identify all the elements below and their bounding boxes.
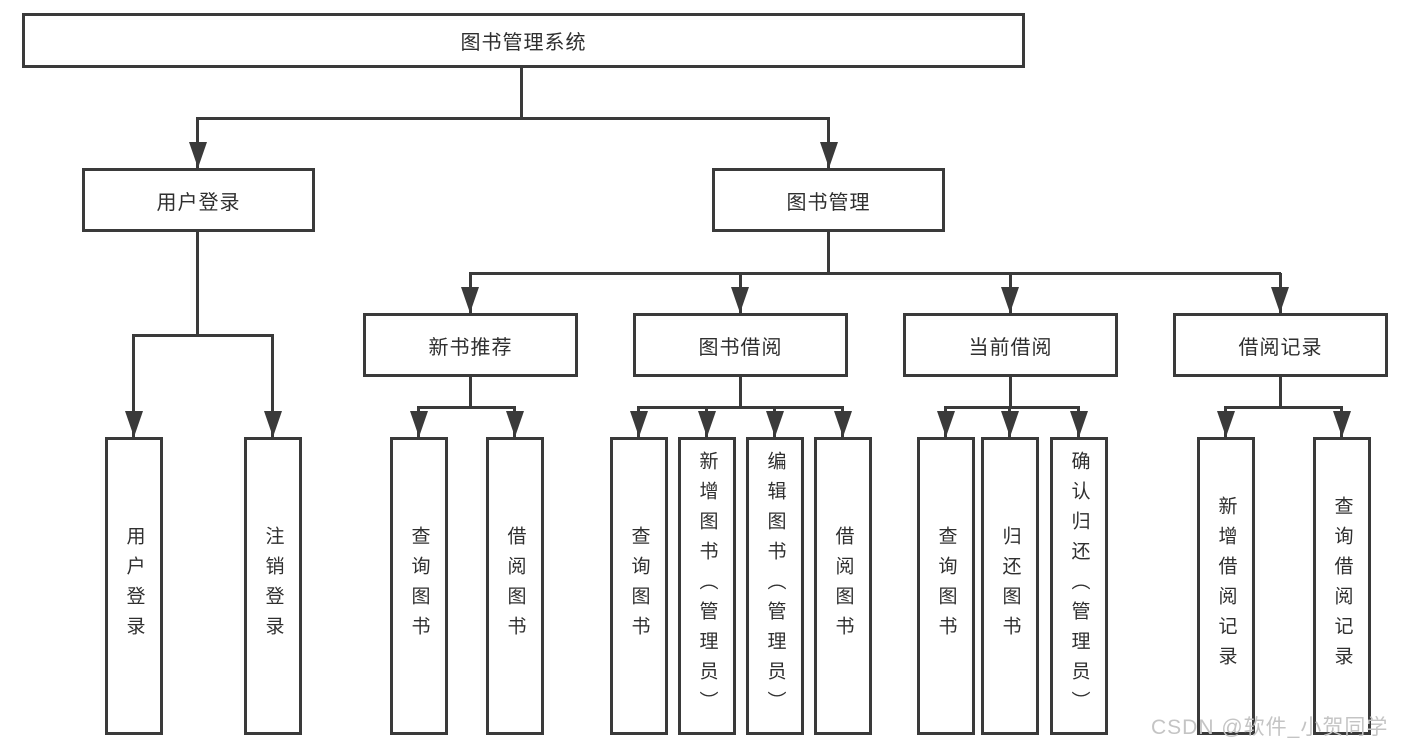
arrow-down-icon: [698, 411, 716, 437]
arrow-down-icon: [820, 142, 838, 168]
connector-line: [196, 117, 830, 120]
leaf-logout: 注销登录: [244, 437, 302, 735]
connector-line: [132, 334, 274, 337]
arrow-down-icon: [1001, 411, 1019, 437]
arrow-down-icon: [125, 411, 143, 437]
connector-line: [469, 272, 1281, 275]
csdn-watermark: CSDN @软件_小贺同学: [1151, 716, 1389, 739]
node-user-login: 用户登录: [82, 168, 315, 232]
arrow-down-icon: [937, 411, 955, 437]
arrow-down-icon: [1070, 411, 1088, 437]
arrow-down-icon: [630, 411, 648, 437]
arrow-down-icon: [766, 411, 784, 437]
arrow-down-icon: [1217, 411, 1235, 437]
arrow-down-icon: [1001, 287, 1019, 313]
arrow-down-icon: [506, 411, 524, 437]
connector-line: [196, 232, 199, 336]
arrow-down-icon: [264, 411, 282, 437]
connector-line: [944, 406, 1080, 409]
leaf-query-books-borrow: 查询图书: [610, 437, 668, 735]
connector-line: [1279, 375, 1282, 408]
connector-line: [271, 335, 274, 437]
connector-line: [469, 375, 472, 408]
arrow-down-icon: [189, 142, 207, 168]
leaf-add-book-admin: 新增图书（管理员）: [678, 437, 736, 735]
connector-line: [739, 375, 742, 408]
leaf-return-book: 归还图书: [981, 437, 1039, 735]
connector-line: [520, 68, 523, 120]
leaf-user-login: 用户登录: [105, 437, 163, 735]
connector-line: [417, 406, 516, 409]
leaf-query-books-recommend: 查询图书: [390, 437, 448, 735]
arrow-down-icon: [461, 287, 479, 313]
node-new-book-recommend: 新书推荐: [363, 313, 578, 377]
leaf-query-books-current: 查询图书: [917, 437, 975, 735]
node-root: 图书管理系统: [22, 13, 1025, 68]
arrow-down-icon: [731, 287, 749, 313]
arrow-down-icon: [1271, 287, 1289, 313]
arrow-down-icon: [1333, 411, 1351, 437]
leaf-confirm-return-admin: 确认归还（管理员）: [1050, 437, 1108, 735]
leaf-borrow-books: 借阅图书: [814, 437, 872, 735]
connector-line: [1224, 406, 1343, 409]
leaf-query-borrow-record: 查询借阅记录: [1313, 437, 1371, 735]
node-current-borrow: 当前借阅: [903, 313, 1118, 377]
leaf-edit-book-admin: 编辑图书（管理员）: [746, 437, 804, 735]
arrow-down-icon: [410, 411, 428, 437]
leaf-borrow-books-recommend: 借阅图书: [486, 437, 544, 735]
connector-line: [827, 232, 830, 274]
connector-line: [637, 406, 844, 409]
connector-line: [132, 335, 135, 437]
arrow-down-icon: [834, 411, 852, 437]
node-borrow-records: 借阅记录: [1173, 313, 1388, 377]
leaf-add-borrow-record: 新增借阅记录: [1197, 437, 1255, 735]
connector-line: [1009, 375, 1012, 408]
node-book-management: 图书管理: [712, 168, 945, 232]
node-book-borrow: 图书借阅: [633, 313, 848, 377]
